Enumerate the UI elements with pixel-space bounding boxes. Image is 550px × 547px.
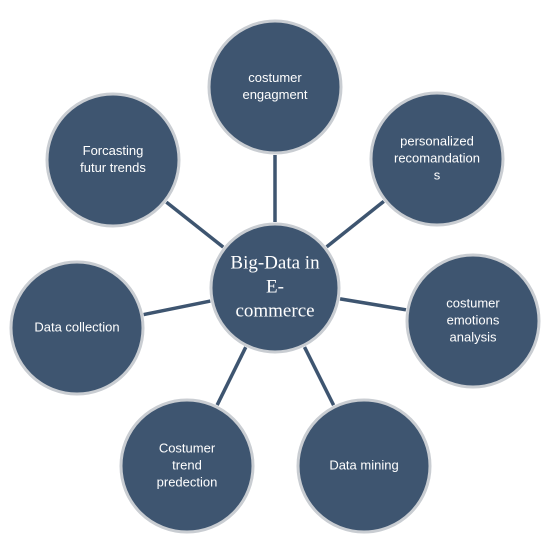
center-node-big-data-in-e-commerce-label-line: commerce <box>235 300 314 321</box>
node-data-mining: Data mining <box>296 398 432 534</box>
node-costumer-trend-predection-label-line: Costumer <box>159 440 216 455</box>
node-forcasting-futur-trends-label-line: Forcasting <box>83 143 144 158</box>
node-costumer-emotions-analysis-label-line: emotions <box>447 312 500 327</box>
node-personalized-recomandations-label-line: personalized <box>400 133 474 148</box>
connector-data-collection <box>143 299 211 317</box>
connector-costumer-emotions-analysis <box>339 297 407 312</box>
center-node-big-data-in-e-commerce-label-line: Big-Data in <box>230 252 320 273</box>
node-costumer-trend-predection-label-line: trend <box>172 457 202 472</box>
node-costumer-trend-predection-label-line: predection <box>157 474 218 489</box>
node-costumer-engagment: costumer engagment <box>207 19 343 155</box>
center-node-big-data-in-e-commerce-circle <box>209 222 341 354</box>
node-personalized-recomandations-label-line: s <box>434 167 441 182</box>
node-forcasting-futur-trends-label-line: futur trends <box>80 160 146 175</box>
node-data-collection: Data collection <box>9 260 145 396</box>
connector-data-mining <box>302 346 336 406</box>
node-costumer-emotions-analysis-label-line: costumer <box>446 295 500 310</box>
node-data-collection-circle <box>9 260 145 396</box>
node-costumer-engagment-label-line: costumer <box>248 70 302 85</box>
node-personalized-recomandations: personalized recomandation s <box>369 91 505 227</box>
node-costumer-engagment-label-line: engagment <box>242 87 307 102</box>
node-costumer-emotions-analysis: costumer emotions analysis <box>405 253 541 389</box>
node-data-collection-label-line: Data collection <box>34 319 119 334</box>
node-forcasting-futur-trends: Forcasting futur trends <box>45 92 181 228</box>
connector-forcasting-futur-trends <box>165 200 225 249</box>
node-personalized-recomandations-label-line: recomandation <box>394 150 480 165</box>
node-costumer-engagment-circle <box>207 19 343 155</box>
center-node-big-data-in-e-commerce-label-line: E- <box>266 276 284 297</box>
node-costumer-emotions-analysis-label-line: analysis <box>450 329 497 344</box>
node-costumer-trend-predection: Costumer trend predection <box>119 398 255 534</box>
node-data-mining-circle <box>296 398 432 534</box>
node-data-mining-label-line: Data mining <box>329 457 398 472</box>
node-costumer-trend-predection-circle <box>119 398 255 534</box>
node-costumer-emotions-analysis-circle <box>405 253 541 389</box>
connector-personalized-recomandations <box>325 199 385 249</box>
node-personalized-recomandations-circle <box>369 91 505 227</box>
node-forcasting-futur-trends-circle <box>45 92 181 228</box>
connector-costumer-trend-predection <box>215 346 248 406</box>
center-node-big-data-in-e-commerce: Big-Data in E-commerce <box>209 222 341 354</box>
